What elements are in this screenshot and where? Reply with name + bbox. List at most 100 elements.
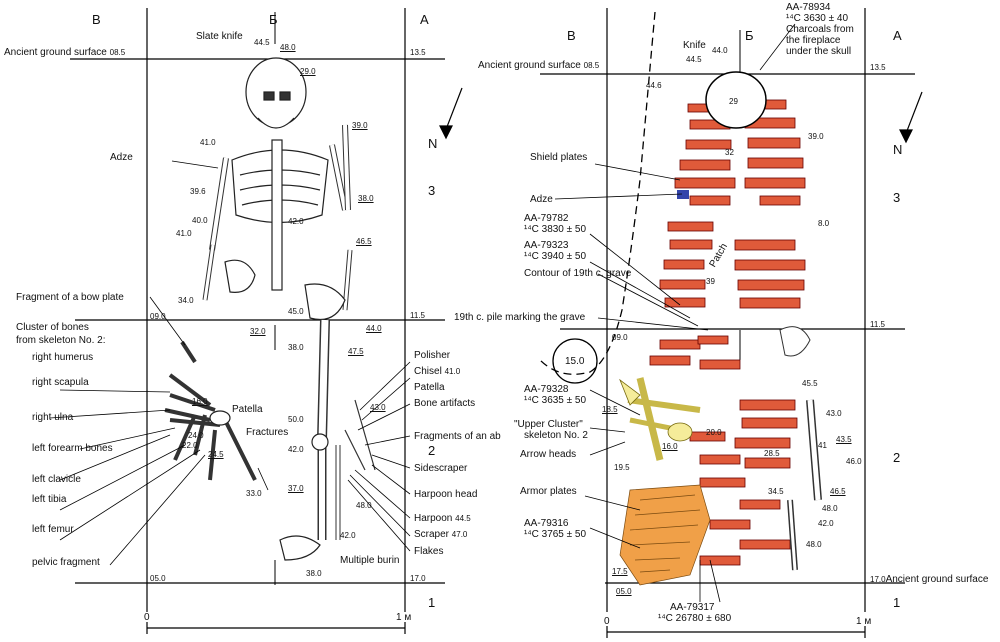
left-forearm-label: left forearm bones — [32, 443, 113, 454]
depth-label: 42.0 — [288, 217, 304, 226]
north-label: N — [428, 136, 438, 151]
slate-knife-label: Slate knife — [196, 31, 243, 42]
depth-label: 18.5 — [602, 405, 618, 414]
depth-label: 44.6 — [646, 81, 662, 90]
row-label-2: 2 — [428, 443, 436, 458]
radiocarbon-sample-label: AA-79317 — [670, 602, 715, 613]
cluster-label: Cluster of bones — [16, 322, 89, 333]
depth-label: 44.5 — [686, 55, 702, 64]
column-label-v: В — [567, 28, 576, 43]
depth-label: 44.0 — [712, 46, 728, 55]
depth-label: 41 — [818, 441, 827, 450]
depth-label: 29.0 — [300, 67, 316, 76]
bone-artifacts-label: Bone artifacts — [414, 398, 476, 409]
charcoal-note: the fireplace — [786, 35, 841, 46]
north-label: N — [893, 142, 903, 157]
depth-label: 47.5 — [348, 347, 364, 356]
scale-zero: 0 — [604, 616, 610, 627]
depth-label: 39.0 — [808, 132, 824, 141]
depth-label: 39.6 — [190, 187, 206, 196]
depth-label: 09.0 — [150, 312, 166, 321]
radiocarbon-sample-label: AA-78934 — [786, 2, 831, 13]
upper-cluster-label: skeleton No. 2 — [524, 430, 588, 441]
adze-label: Adze — [110, 152, 133, 163]
depth-label: 48.0 — [356, 501, 372, 510]
radiocarbon-sample-label: AA-79782 — [524, 213, 569, 224]
depth-label: 48.0 — [822, 504, 838, 513]
depth-label: 17.5 — [612, 567, 628, 576]
depth-label: 42.0 — [288, 445, 304, 454]
depth-label: 29 — [729, 97, 738, 106]
polisher-label: Polisher — [414, 350, 451, 361]
depth-label: 42.0 — [340, 531, 356, 540]
depth-label: 28.5 — [764, 449, 780, 458]
radiocarbon-sample-label: AA-79328 — [524, 384, 569, 395]
depth-label: 24.5 — [208, 450, 224, 459]
scale-zero: 0 — [144, 612, 150, 623]
shield-plates — [649, 99, 806, 566]
fractures-label: Fractures — [246, 427, 289, 438]
depth-label: 37.0 — [288, 484, 304, 493]
right-leg-bones — [779, 326, 822, 571]
shield-plates-label: Shield plates — [530, 152, 588, 163]
radiocarbon-date: ¹⁴C 3765 ± 50 — [524, 529, 587, 540]
depth-label: 09.0 — [612, 333, 628, 342]
depth-label: 42.0 — [818, 519, 834, 528]
radiocarbon-date: ¹⁴C 26780 ± 680 — [658, 613, 732, 624]
skeleton-drawing — [164, 57, 376, 561]
depth-label: 38.0 — [358, 194, 374, 203]
pelvic-fragment-label: pelvic fragment — [32, 557, 100, 568]
multiple-burin-label: Multiple burin — [340, 555, 400, 566]
depth-label: 8.0 — [818, 219, 830, 228]
depth-label: 48.0 — [280, 43, 296, 52]
depth-label: 34.5 — [768, 487, 784, 496]
depth-label: 40.0 — [192, 216, 208, 225]
depth-label: 16.0 — [192, 397, 208, 406]
radiocarbon-date: ¹⁴C 3940 ± 50 — [524, 251, 587, 262]
radiocarbon-date: ¹⁴C 3630 ± 40 — [786, 13, 849, 24]
depth-label: 46.0 — [846, 457, 862, 466]
arrow-heads-label: Arrow heads — [520, 449, 577, 460]
right-skull — [705, 71, 767, 129]
column-label-a: А — [420, 12, 429, 27]
upper-cluster-label: "Upper Cluster" — [514, 419, 583, 430]
depth-label: 13.5 — [870, 63, 886, 72]
harpoon-label: Harpoon 44.5 — [414, 513, 471, 524]
depth-label: 39 — [706, 277, 715, 286]
depth-label: 39.0 — [352, 121, 368, 130]
depth-label: 38.0 — [288, 343, 304, 352]
depth-label: 38.0 — [306, 569, 322, 578]
right-humerus-label: right humerus — [32, 352, 94, 363]
flakes-label: Flakes — [414, 546, 444, 557]
depth-label: 41.0 — [200, 138, 216, 147]
radiocarbon-sample-label: AA-79316 — [524, 518, 569, 529]
armor-plates — [619, 484, 711, 586]
depth-label: 45.0 — [288, 307, 304, 316]
radiocarbon-sample-label: AA-79323 — [524, 240, 569, 251]
right-ulna-label: right ulna — [32, 412, 74, 423]
pile-label: 19th c. pile marking the grave — [454, 312, 586, 323]
depth-label: 05.0 — [150, 574, 166, 583]
radiocarbon-date: ¹⁴C 3830 ± 50 — [524, 224, 587, 235]
harpoon-head-label: Harpoon head — [414, 489, 478, 500]
knife-label: Knife — [683, 40, 706, 51]
depth-label: 19.5 — [614, 463, 630, 472]
fragments-label: Fragments of an ab — [414, 431, 501, 442]
depth-label: 41.0 — [176, 229, 192, 238]
row-label-2: 2 — [893, 450, 901, 465]
depth-label: 16.0 — [662, 442, 678, 451]
depth-label: 43.0 — [826, 409, 842, 418]
column-label-v: В — [92, 12, 101, 27]
cluster-label: from skeleton No. 2: — [16, 335, 106, 346]
row-label-3: 3 — [893, 190, 901, 205]
ground-surface-label: Ancient ground surface 08.5 — [478, 60, 600, 71]
patella-label: Patella — [232, 404, 263, 415]
left-femur-label: left femur — [32, 524, 74, 535]
depth-label: 32 — [725, 148, 734, 157]
depth-label: 43.0 — [370, 403, 386, 412]
depth-label: 32.0 — [250, 327, 266, 336]
depth-label: 20.0 — [706, 428, 722, 437]
depth-label: 33.0 — [246, 489, 262, 498]
depth-label: 11.5 — [870, 320, 885, 329]
